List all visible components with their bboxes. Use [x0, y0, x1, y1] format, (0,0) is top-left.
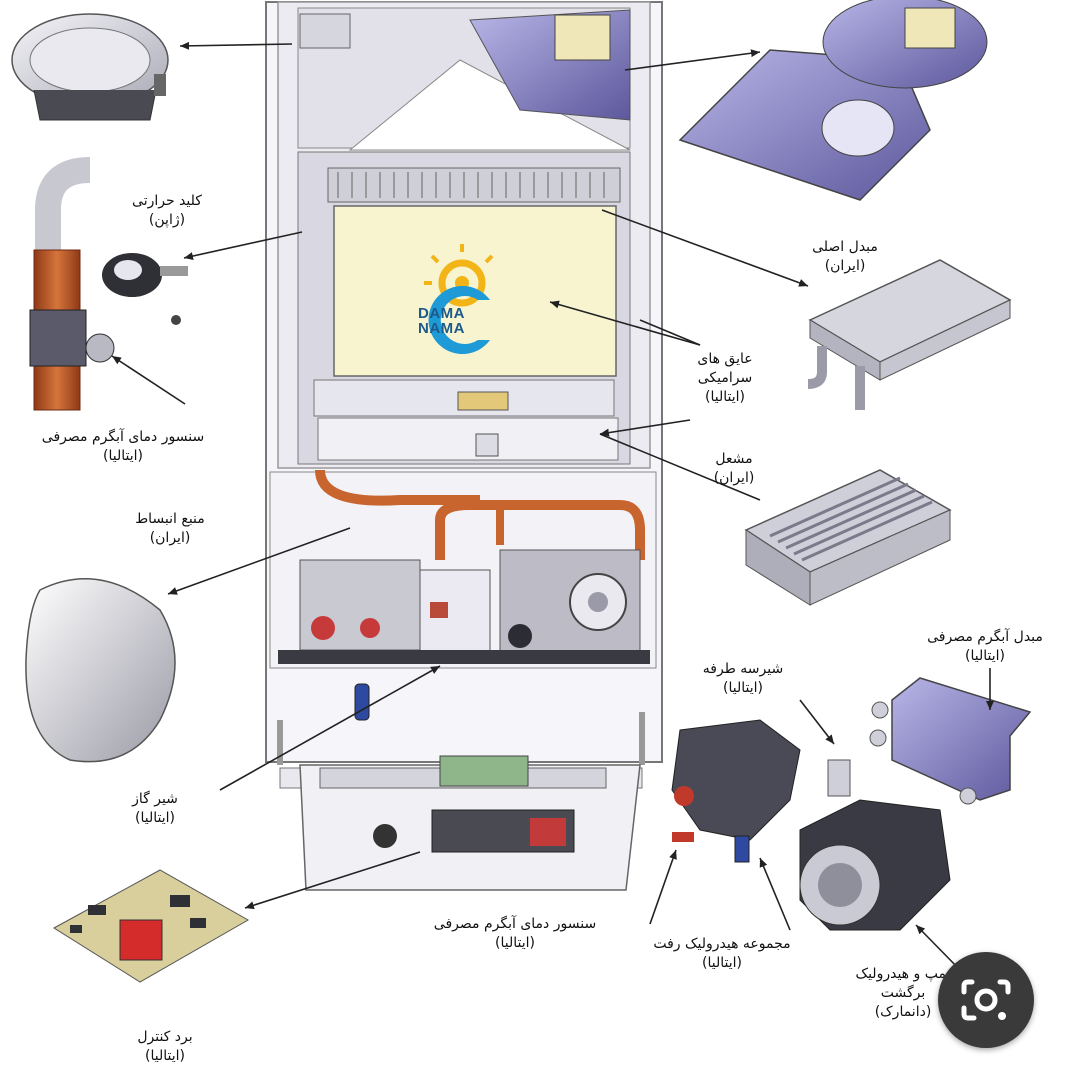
label-dhw-sensor-left: سنسور دمای آبگرم مصرفی (ایتالیا): [41, 429, 205, 464]
label-three-way-valve: شیرسه طرفه (ایتالیا): [702, 661, 784, 696]
logo-line1: DAMA: [418, 305, 465, 322]
pump-part: [799, 799, 951, 931]
dhw-exchanger-part: [827, 677, 1032, 805]
google-lens-icon: [961, 979, 1011, 1021]
label-ceramic-insulation: عایق های سرامیکی (ایتالیا): [697, 351, 753, 405]
label-burner: مشعل (ایران): [713, 451, 755, 486]
fan-hood: [297, 7, 631, 151]
burner-part: [744, 469, 952, 606]
fan-assembly-right: [678, 0, 988, 201]
fan-top-left: [11, 13, 169, 121]
label-control-board: برد کنترل (ایتالیا): [137, 1029, 193, 1064]
google-lens-button[interactable]: [938, 952, 1034, 1048]
three-way-valve-part: [671, 719, 801, 863]
logo-mark: [424, 244, 494, 354]
label-dhw-sensor-bottom: سنسور دمای آبگرم مصرفی (ایتالیا): [433, 916, 597, 951]
label-dhw-exchanger: مبدل آبگرم مصرفی (ایتالیا): [927, 629, 1043, 664]
gas-valve-part: [354, 683, 370, 721]
control-box: [277, 712, 645, 891]
label-gas-valve: شیر گاز (ایتالیا): [132, 791, 178, 826]
expansion-tank-part: [25, 578, 176, 763]
logo-line2: NAMA: [418, 320, 465, 337]
label-main-exchanger: مبدل اصلی (ایران): [812, 239, 878, 274]
control-board-part: [53, 869, 250, 983]
label-thermal-switch: کلید حرارتی (ژاپن): [132, 193, 202, 228]
label-expansion-tank: منبع انبساط (ایران): [135, 511, 205, 546]
logo-text: DAMA NAMA: [418, 306, 465, 336]
label-pump-return: پمپ و هیدرولیک برگشت (دانمارک): [855, 966, 951, 1020]
copper-pipe-left: [29, 157, 115, 411]
label-hydraulic-supply: مجموعه هیدرولیک رفت (ایتالیا): [653, 936, 791, 971]
hydraulic-section: [269, 469, 657, 669]
thermal-switch-part: [102, 253, 188, 325]
main-exchanger-part: [807, 259, 1012, 410]
